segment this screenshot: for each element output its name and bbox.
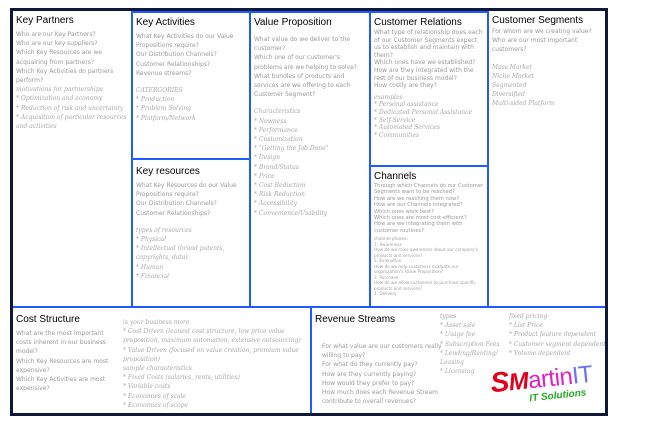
key-activities-notes: CATERGORIES * Production * Problem Solvi… (136, 87, 196, 122)
cost-structure-section: Cost Structure What are the most importa… (13, 306, 312, 413)
channels-section: Channels Through which Channels do our C… (369, 165, 489, 308)
key-partners-questions: Who are our Key Partners? Who are our ke… (16, 31, 114, 85)
revenue-streams-section: Revenue Streams For what value are our c… (310, 306, 605, 413)
channels-title: Channels (374, 171, 417, 182)
customer-segments-questions: For whom are we creating value? Who are … (492, 28, 592, 54)
value-proposition-questions: What value do we deliver to the customer… (254, 36, 357, 99)
key-activities-title: Key Activities (136, 17, 195, 28)
key-partners-notes: motivations for partnerships * Optimizat… (16, 86, 127, 131)
customer-segments-notes: Mass Market Niche Market Segmented Diver… (492, 63, 555, 108)
key-activities-questions: What Key Activities do our Value Proposi… (136, 33, 234, 77)
logo-it: IT (570, 360, 594, 390)
cost-structure-title: Cost Structure (16, 314, 80, 325)
customer-relations-section: Customer Relations What type of relation… (369, 11, 489, 167)
key-partners-section: Key Partners Who are our Key Partners? W… (13, 11, 133, 308)
key-resources-questions: What Key Resources do our Value Proposit… (136, 182, 237, 217)
cost-structure-notes: is your business more * Cost Driven (lea… (123, 319, 301, 409)
smartinit-logo: SMartinIT IT Solutions (489, 361, 595, 408)
key-resources-notes: types of resources * Physical * Intellec… (136, 226, 225, 280)
customer-segments-title: Customer Segments (492, 15, 584, 26)
customer-relations-title: Customer Relations (374, 17, 462, 28)
revenue-streams-pricing: fixed pricing * List Price * Product fea… (509, 313, 605, 357)
cost-structure-questions: What are the most important costs inhere… (16, 330, 109, 393)
customer-relations-notes: examples * Personal assistance * Dedicat… (374, 93, 473, 139)
revenue-streams-questions: For what value are our customers really … (322, 343, 442, 406)
channels-notes: channel phases: 1. Awareness How do we r… (374, 236, 478, 297)
customer-segments-section: Customer Segments For whom are we creati… (487, 11, 605, 308)
revenue-streams-title: Revenue Streams (315, 314, 396, 325)
logo-m: M (507, 367, 530, 397)
revenue-streams-types: types * Asset sale * Usage fee * Subscri… (440, 313, 500, 376)
business-model-canvas: Key Partners Who are our Key Partners? W… (10, 8, 608, 416)
channels-questions: Through which Channels do our Customer S… (374, 183, 484, 234)
key-activities-section: Key Activities What Key Activities do ou… (131, 11, 251, 160)
value-proposition-section: Value Proposition What value do we deliv… (249, 11, 371, 308)
key-resources-section: Key resources What Key Resources do our … (131, 158, 251, 308)
key-resources-title: Key resources (136, 166, 200, 177)
key-partners-title: Key Partners (16, 15, 74, 26)
value-proposition-notes: Characteristics * Newness * Performance … (254, 108, 329, 217)
value-proposition-title: Value Proposition (254, 17, 332, 28)
customer-relations-questions: What type of relationship does each of o… (374, 29, 483, 90)
